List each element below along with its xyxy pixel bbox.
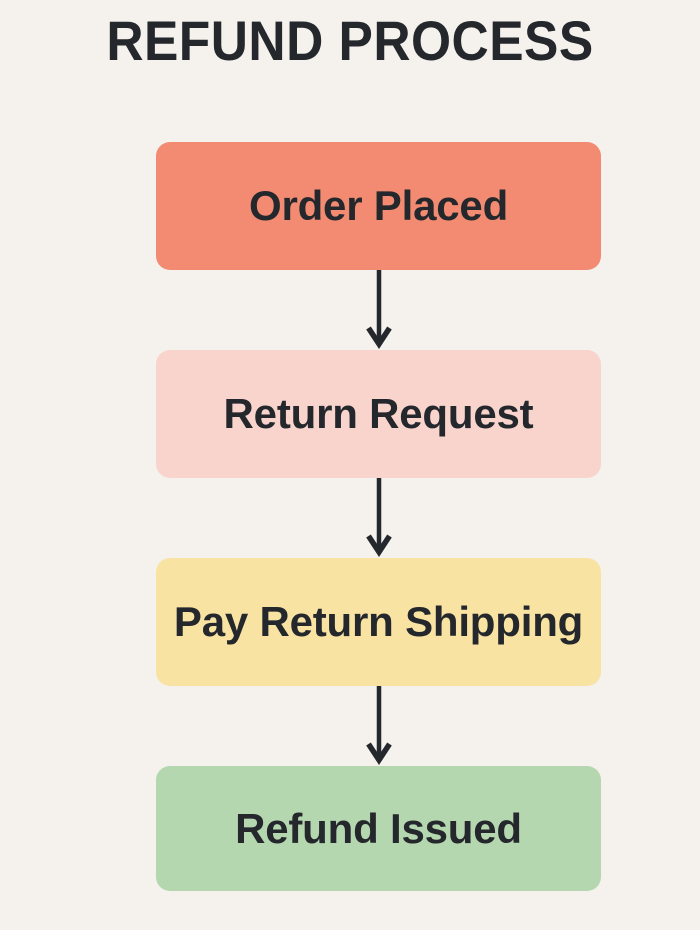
flow-connector-1 [156, 270, 601, 350]
down-arrow-icon [365, 686, 392, 766]
flow-node-refund-issued[interactable]: Refund Issued [156, 766, 601, 891]
flow-node-pay-return-shipping[interactable]: Pay Return Shipping [156, 558, 601, 686]
flow-node-label: Refund Issued [235, 804, 522, 852]
flow-node-label: Pay Return Shipping [173, 598, 584, 645]
flow-node-label: Order Placed [248, 182, 509, 229]
flowchart-flow: Order Placed Return Request Pay Return S… [156, 142, 601, 891]
flow-node-order-placed[interactable]: Order Placed [156, 142, 601, 270]
flow-node-label: Return Request [223, 390, 534, 437]
flow-connector-2 [156, 478, 601, 558]
flow-connector-3 [156, 686, 601, 766]
flow-node-return-request[interactable]: Return Request [156, 350, 601, 478]
down-arrow-icon [365, 270, 392, 350]
page-title: REFUND PROCESS [106, 9, 594, 72]
down-arrow-icon [365, 478, 392, 558]
